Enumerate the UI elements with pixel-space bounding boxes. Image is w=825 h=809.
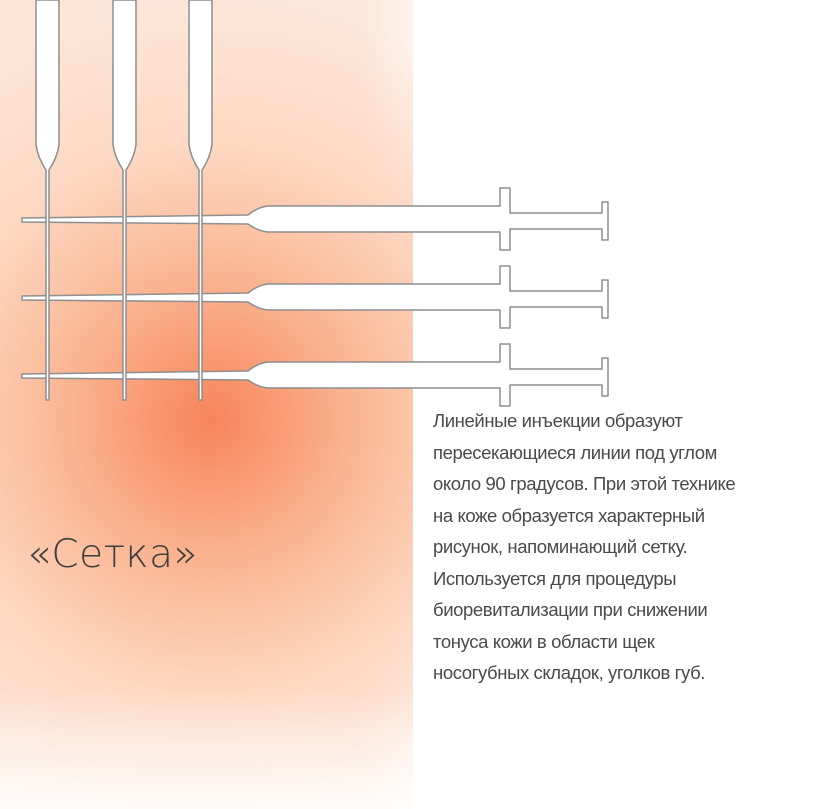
vertical-syringe-2 (112, 0, 137, 401)
description-line: на коже образуется характерный (433, 504, 705, 526)
description-line: пересекающиеся линии под углом (433, 441, 717, 463)
description-line: Используется для процедуры (433, 567, 677, 589)
vertical-syringe-3 (188, 0, 213, 401)
horizontal-syringe-3 (21, 343, 609, 407)
description-line: около 90 градусов. При этой технике (433, 473, 736, 494)
description-line: рисунок, напоминающий сетку. (433, 536, 688, 557)
technique-description: Линейные инъекции образуют пересекающиес… (433, 405, 818, 689)
description-line: тонуса кожи в области щек (433, 630, 655, 652)
description-line: Линейные инъекции образуют (433, 410, 683, 431)
description-line: носогубных складок, уголков губ. (433, 662, 706, 683)
horizontal-syringe-2 (21, 265, 609, 329)
description-line: биоревитализации при снижении (433, 599, 708, 620)
horizontal-syringe-1 (21, 187, 609, 251)
vertical-syringe-1 (35, 0, 60, 401)
technique-title: «Сетка» (27, 532, 198, 577)
